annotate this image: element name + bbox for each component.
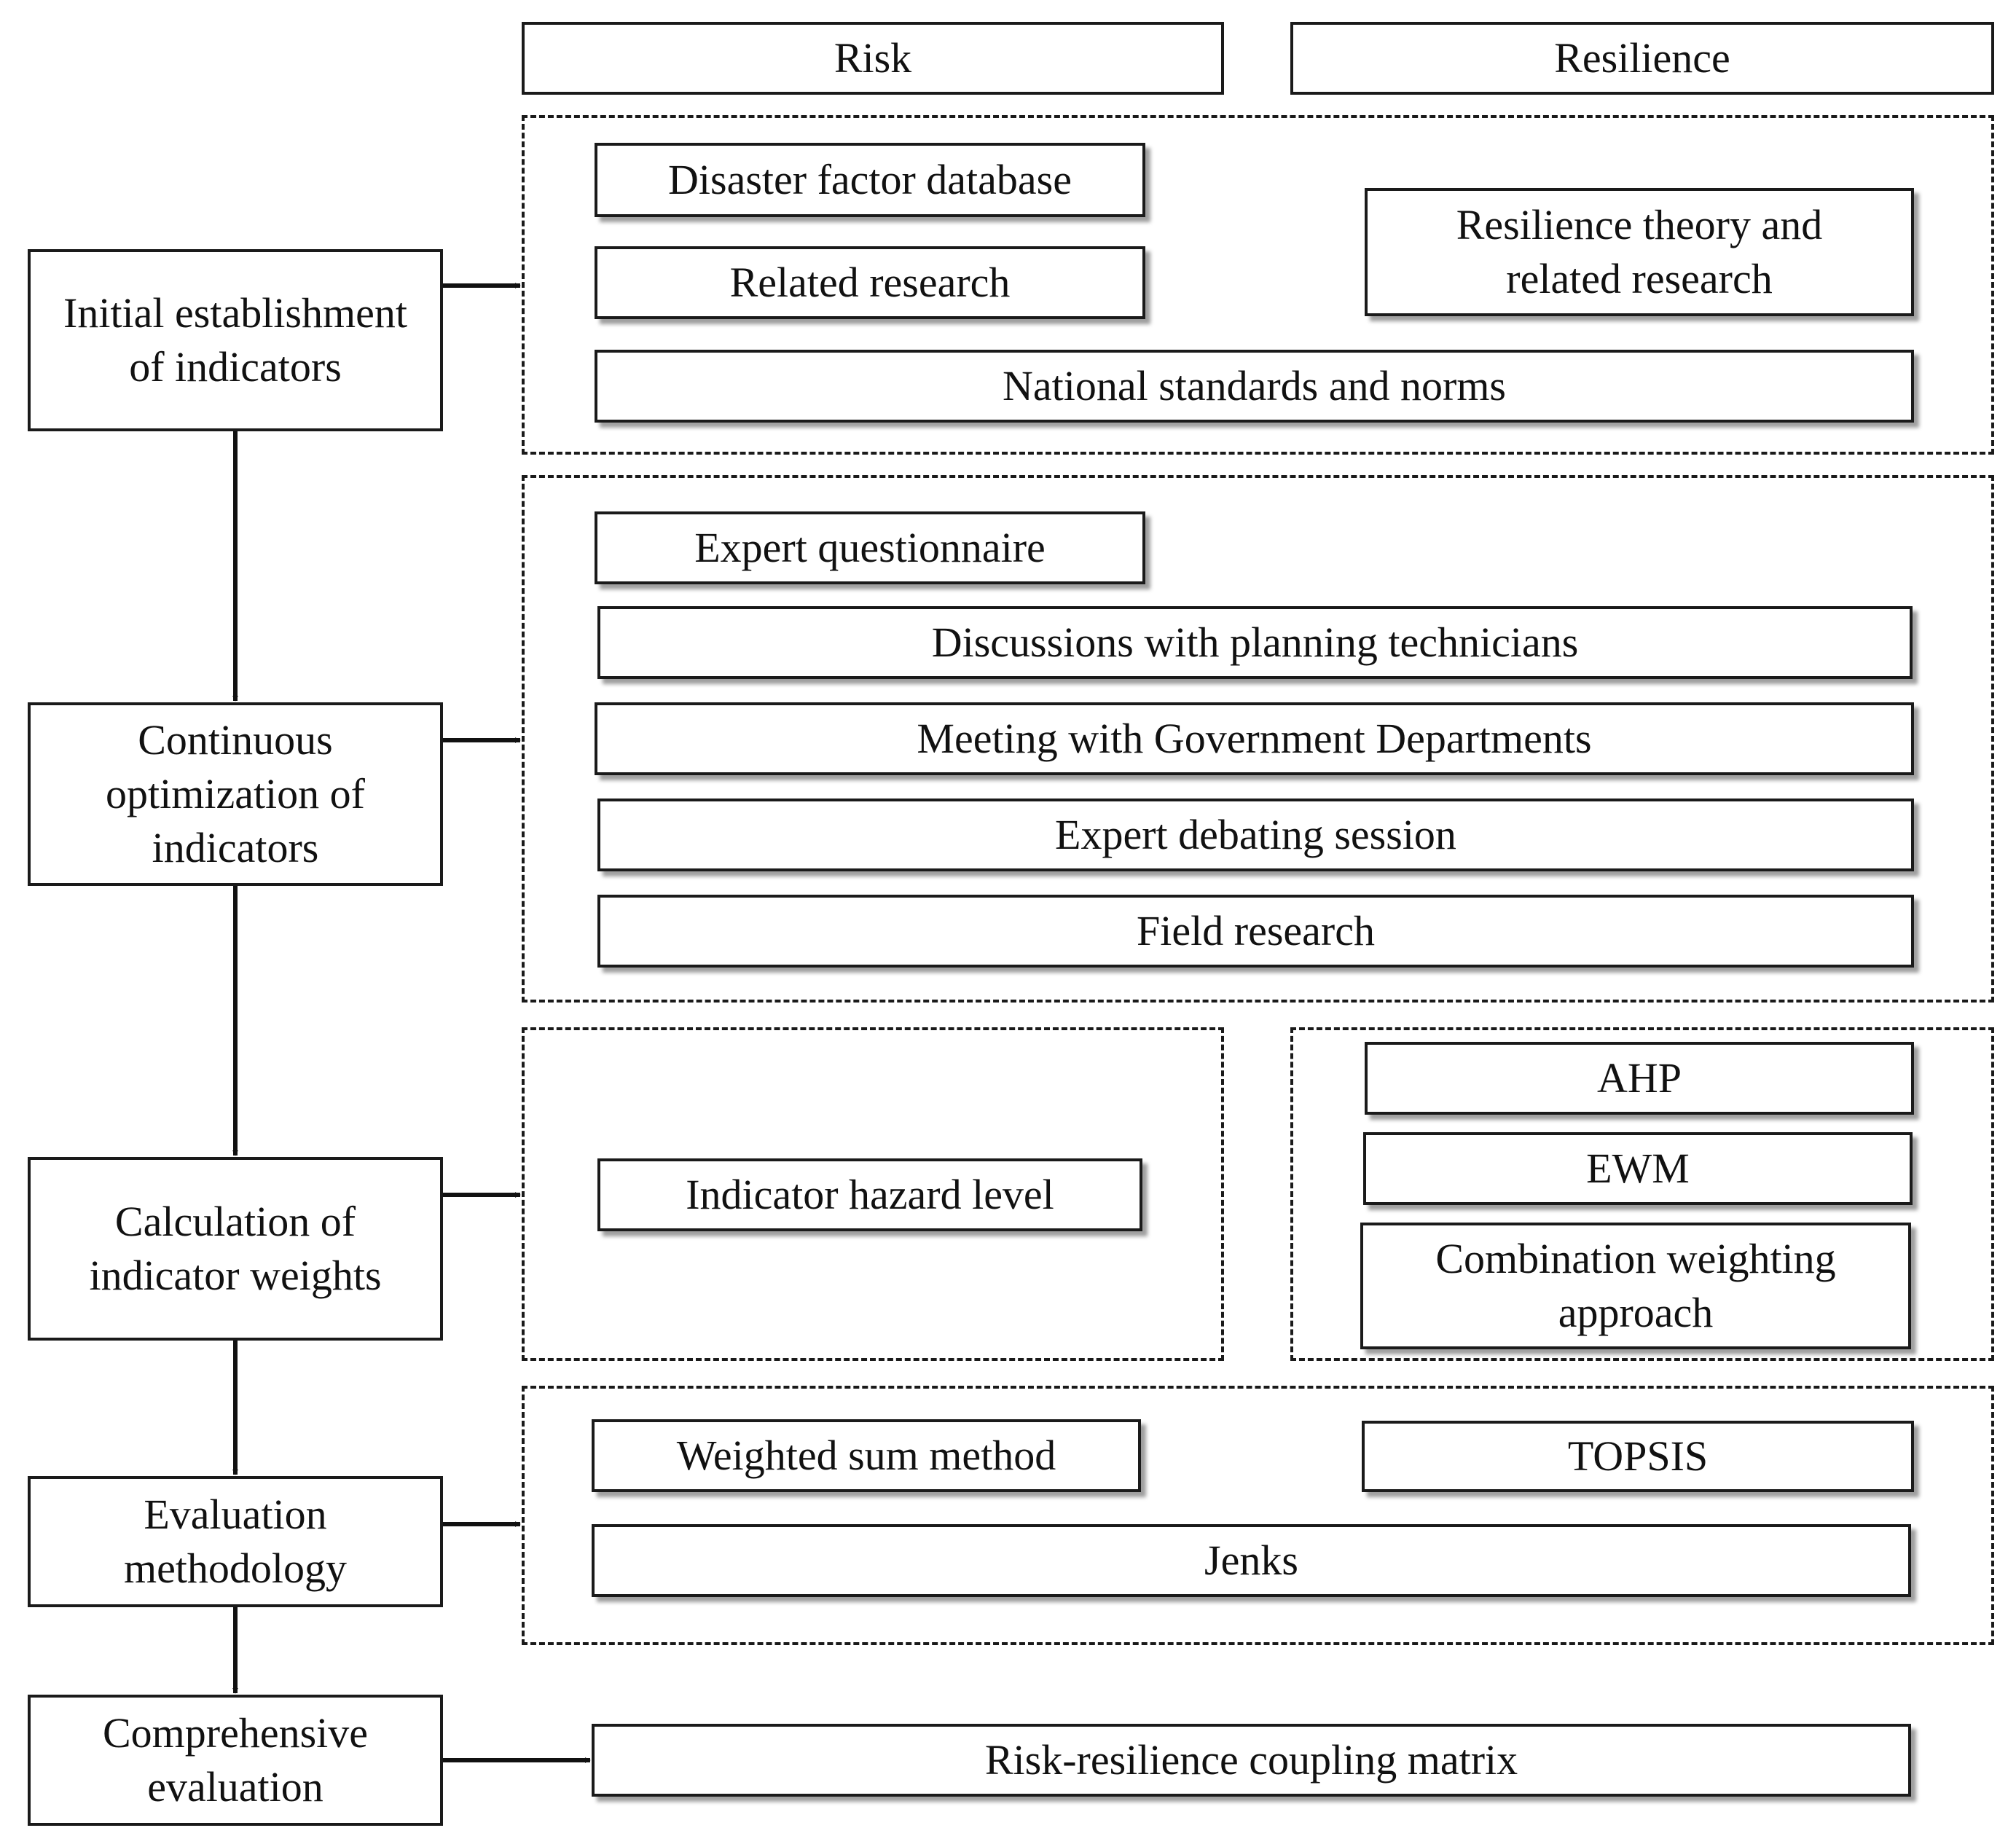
- hazard-level-box: Indicator hazard level: [597, 1158, 1142, 1231]
- resilience-column-header: Resilience: [1290, 22, 1994, 95]
- step-initial-establishment: Initial establishment of indicators: [28, 249, 443, 431]
- planning-technicians-box: Discussions with planning technicians: [597, 606, 1913, 679]
- step-evaluation-methodology: Evaluation methodology: [28, 1476, 443, 1607]
- coupling-matrix-box: Risk-resilience coupling matrix: [592, 1724, 1911, 1797]
- step-indicator-weights: Calculation of indicator weights: [28, 1157, 443, 1341]
- resilience-weighting-group: [1290, 1027, 1994, 1361]
- resilience-theory-box: Resilience theory and related research: [1365, 188, 1914, 316]
- risk-column-header: Risk: [522, 22, 1224, 95]
- expert-questionnaire-box: Expert questionnaire: [595, 511, 1145, 584]
- government-meeting-box: Meeting with Government Departments: [595, 702, 1914, 775]
- establishment-group: [522, 115, 1994, 455]
- disaster-factor-database-box: Disaster factor database: [595, 143, 1145, 217]
- topsis-box: TOPSIS: [1362, 1421, 1914, 1492]
- risk-weighting-group: [522, 1027, 1224, 1361]
- ewm-box: EWM: [1363, 1132, 1913, 1205]
- methods-group: [522, 1386, 1994, 1645]
- related-research-box: Related research: [595, 246, 1145, 319]
- expert-debating-box: Expert debating session: [597, 799, 1914, 871]
- combination-weighting-box: Combination weighting approach: [1360, 1223, 1911, 1349]
- field-research-box: Field research: [597, 895, 1914, 968]
- step-continuous-optimization: Continuous optimization of indicators: [28, 702, 443, 886]
- jenks-box: Jenks: [592, 1524, 1911, 1597]
- step-comprehensive-evaluation: Comprehensive evaluation: [28, 1695, 443, 1826]
- ahp-box: AHP: [1365, 1042, 1914, 1115]
- national-standards-box: National standards and norms: [595, 350, 1914, 423]
- weighted-sum-method-box: Weighted sum method: [592, 1419, 1141, 1492]
- optimization-group: [522, 475, 1994, 1003]
